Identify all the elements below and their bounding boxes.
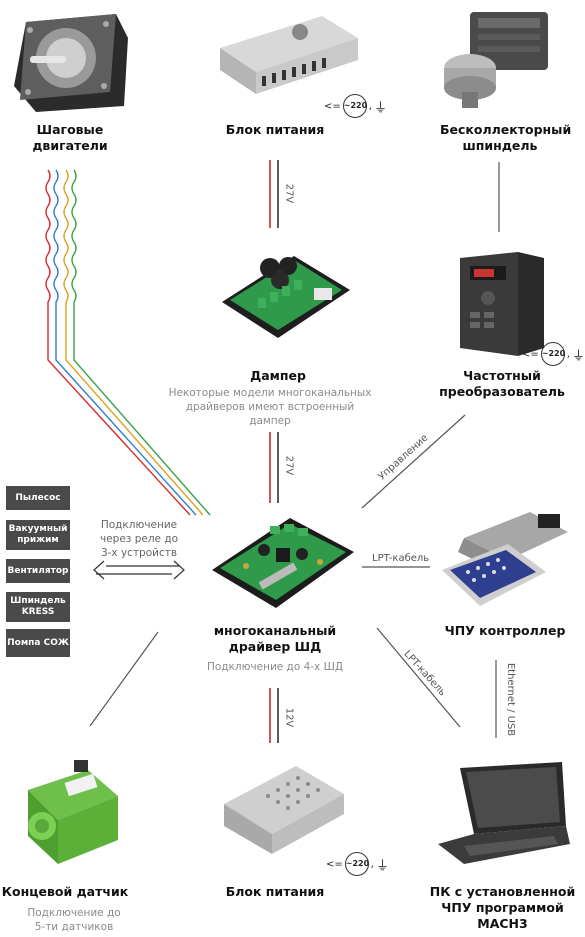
edge-label-27v-mid: 27V [283, 455, 295, 476]
endstop-label: Концевой датчик [1, 884, 129, 899]
separator: , [566, 348, 570, 360]
arrow-glyph: <= [522, 348, 539, 360]
relay-device-vacuum-clamp: Вакуумный прижим [6, 520, 70, 550]
laptop-image [434, 760, 574, 868]
mains-input-vfd: <= ~220 , ⏚ [522, 342, 585, 366]
mains-220-icon: ~220 [344, 852, 369, 876]
relay-device-coolant-pump: Помпа СОЖ [6, 629, 70, 657]
ground-icon: ⏚ [375, 858, 389, 874]
damper-board-image [218, 246, 354, 342]
ground-icon: ⏚ [373, 100, 387, 116]
mains-220-icon: ~220 [342, 94, 367, 118]
edge-label-27v-top: 27V [283, 183, 295, 204]
damper-label: Дампер [250, 368, 306, 383]
driver-note: Подключение до 4-х ШД [206, 661, 344, 673]
vfd-label: Частотный преобразователь [439, 368, 565, 399]
ground-icon: ⏚ [571, 348, 585, 364]
lpt-connector-image [434, 508, 574, 614]
stepper-motor-image [6, 8, 130, 116]
cnc-label: ЧПУ контроллер [444, 623, 566, 638]
arrow-glyph: <= [324, 100, 341, 112]
damper-note: Некоторые модели многоканальных драйверо… [168, 387, 372, 427]
relay-device-spindle-kress: Шпиндель KRESS [6, 592, 70, 622]
separator: , [368, 100, 372, 112]
endstop-note: Подключение до 5-ти датчиков [27, 907, 121, 933]
mains-input-bottom: <= ~220 , ⏚ [326, 852, 389, 876]
power-supply-image [212, 8, 362, 100]
mains-input-top: <= ~220 , ⏚ [324, 94, 387, 118]
driver-board-image [210, 510, 356, 610]
spindle-image [430, 8, 570, 114]
relay-device-vacuum-cleaner: Пылесос [6, 486, 70, 510]
psu-bottom-label: Блок питания [225, 884, 325, 899]
mains-220-icon: ~220 [540, 342, 565, 366]
relay-device-fan: Вентилятор [6, 559, 70, 583]
arrow-glyph: <= [326, 858, 343, 870]
vfd-image [456, 248, 548, 358]
stepper-label: Шаговые двигатели [32, 122, 108, 153]
edge-label-12v: 12V [283, 707, 295, 728]
relay-note: Подключение через реле до 3-х устройств [99, 519, 179, 559]
pc-label: ПК с установленной ЧПУ программой MACH3 [429, 884, 576, 931]
separator: , [370, 858, 374, 870]
psu-top-label: Блок питания [225, 122, 325, 137]
edge-label-lpt-cnc: LPT-кабель [372, 553, 430, 564]
driver-label: многоканальный драйвер ШД [213, 623, 337, 654]
inductive-sensor-image [18, 756, 122, 866]
spindle-label: Бесколлекторный шпиндель [440, 122, 572, 153]
power-supply-bottom-image [218, 756, 348, 856]
relay-arrow [93, 560, 185, 580]
stepper-cables [45, 169, 211, 516]
edge-label-ethernet: Ethernet / USB [505, 662, 517, 737]
